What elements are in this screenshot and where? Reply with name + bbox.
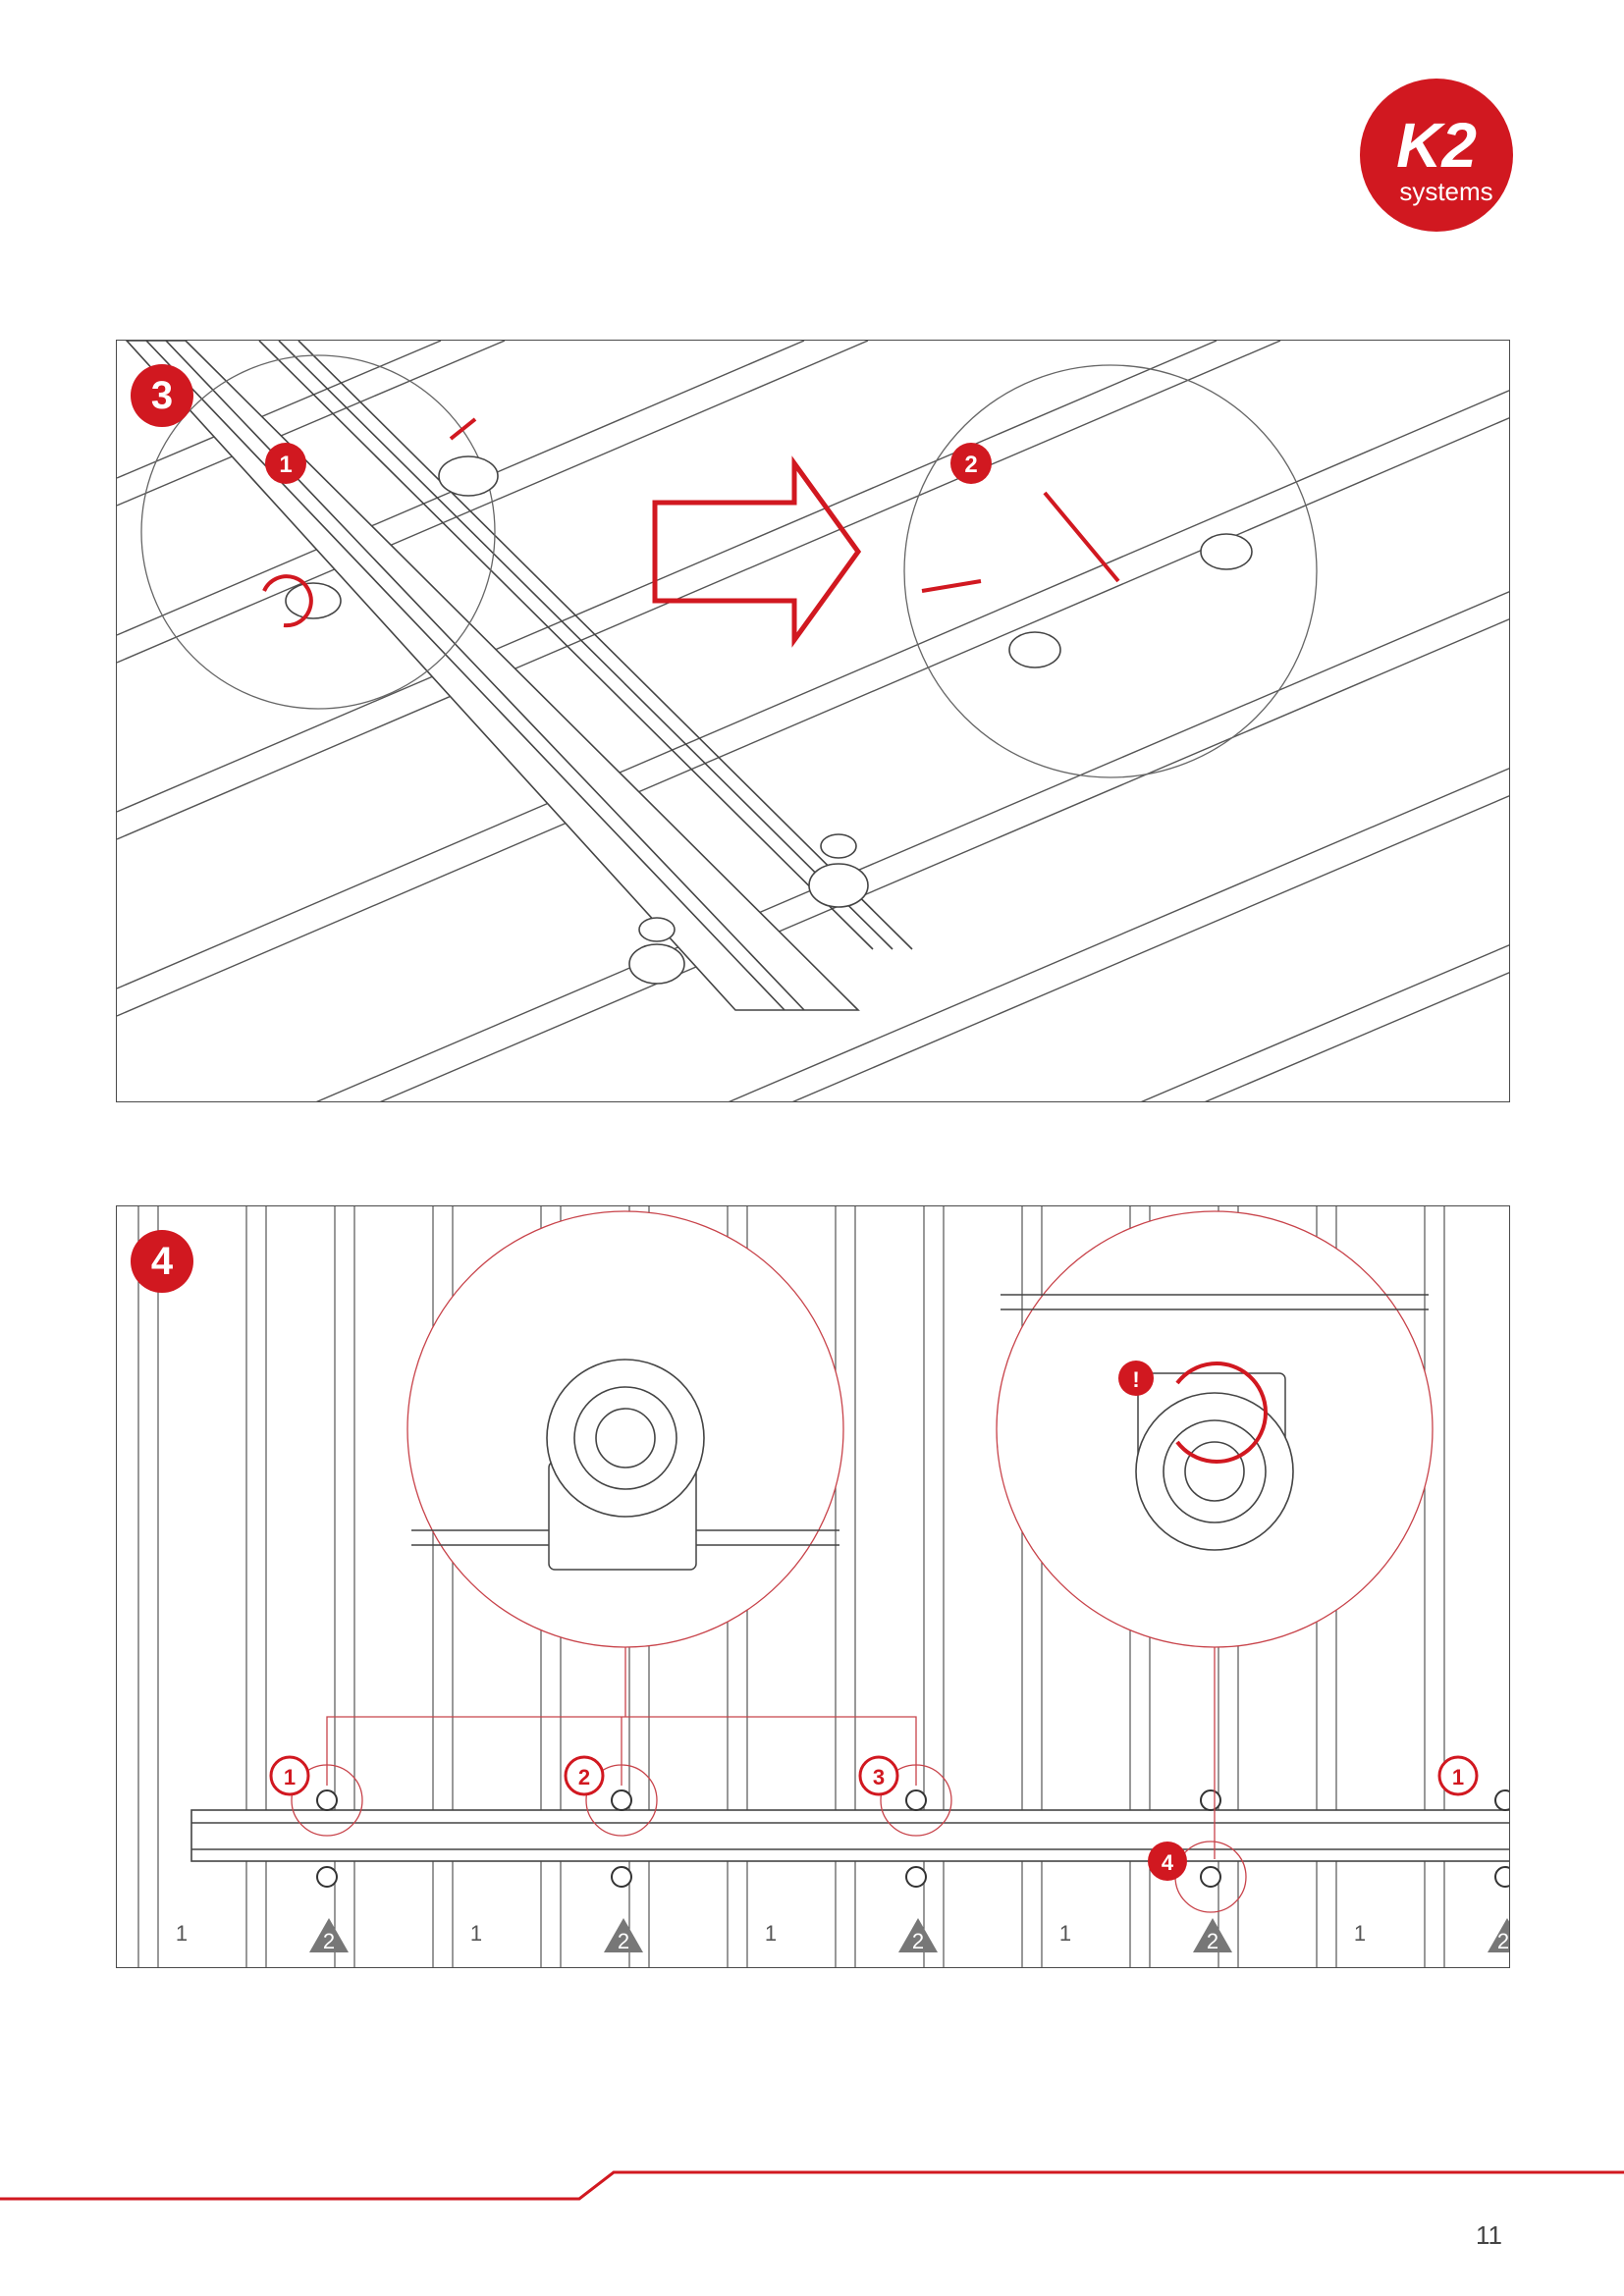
callout-4-4: 4 — [1162, 1850, 1174, 1875]
callout-leader-lines — [291, 1647, 1247, 1913]
clamp-row — [316, 1789, 1509, 1888]
callout-4-1: 1 — [284, 1765, 296, 1789]
callout-2: 2 — [964, 452, 977, 478]
page-number: 11 — [1476, 2220, 1502, 2250]
k2-systems-logo: K2 systems — [1358, 77, 1515, 234]
logo-sub: systems — [1399, 177, 1492, 206]
warning-marker: ! — [1132, 1367, 1139, 1392]
horizontal-rail — [190, 1809, 1509, 1862]
magnifier-right — [996, 1210, 1434, 1648]
action-arrows — [262, 417, 1120, 648]
callout-4-3: 3 — [873, 1765, 885, 1789]
callout-4-2: 2 — [578, 1765, 590, 1789]
callout-1: 1 — [279, 452, 292, 478]
figure-3-drawing: 1 2 — [117, 341, 1509, 1101]
magnifier-left — [406, 1210, 844, 1648]
roof-clamps — [628, 833, 869, 985]
detail-clamps — [285, 455, 1253, 668]
figure-4-drawing: 1 2 3 1 4 ! 1 2 1 2 1 2 1 2 1 — [137, 1206, 1509, 1967]
step-4-badge: 4 — [131, 1230, 193, 1293]
zone-label-2c: 2 — [912, 1929, 924, 1953]
zone-label-1e: 1 — [1354, 1921, 1366, 1946]
zone-label-1a: 1 — [176, 1921, 188, 1946]
detail-circles — [140, 354, 1318, 778]
zone-label-2b: 2 — [618, 1929, 629, 1953]
figure-3-panel: 1 2 3 — [116, 340, 1510, 1102]
zone-label-1d: 1 — [1059, 1921, 1071, 1946]
figure-4-panel: 1 2 3 1 4 ! 1 2 1 2 1 2 1 2 1 — [116, 1205, 1510, 1968]
mounting-rail — [125, 341, 913, 1011]
footer-rule — [0, 2170, 1624, 2201]
step-3-badge: 3 — [131, 364, 193, 427]
figure-4-callouts: 1 2 3 1 4 ! — [269, 1361, 1479, 1881]
figure-3-callouts: 1 2 — [265, 443, 992, 484]
zone-labels: 1 2 1 2 1 2 1 2 1 2 — [176, 1918, 1509, 1953]
zone-label-2a: 2 — [323, 1929, 335, 1953]
zone-label-2d: 2 — [1207, 1929, 1218, 1953]
callout-4-1b: 1 — [1452, 1765, 1464, 1789]
zone-label-2e: 2 — [1497, 1929, 1509, 1953]
logo-text: K2 — [1396, 110, 1477, 181]
zone-label-1b: 1 — [470, 1921, 482, 1946]
zone-label-1c: 1 — [765, 1921, 777, 1946]
